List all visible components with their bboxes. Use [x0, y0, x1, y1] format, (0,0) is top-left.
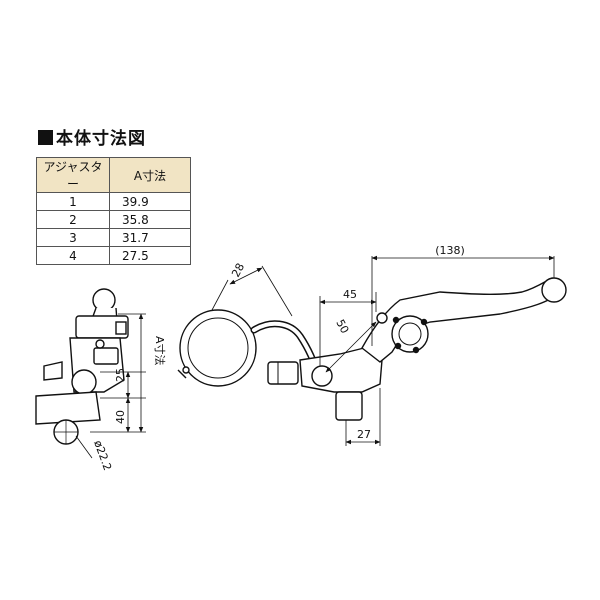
side-fitting	[93, 347, 119, 365]
brake-lever	[361, 277, 561, 363]
column-header-a-dimension: A寸法	[109, 157, 191, 193]
label-50: 50	[333, 317, 351, 335]
ext-28-b	[261, 265, 293, 317]
table-row: 2 35.8	[36, 210, 191, 229]
adjuster-dial-inner	[398, 322, 422, 346]
label-28: 28	[229, 261, 247, 279]
dial-dot-2	[420, 318, 428, 326]
label-138: (138)	[435, 244, 465, 257]
dim-line-28	[229, 267, 263, 285]
side-clamp-body	[35, 391, 101, 425]
lever-ball-end	[541, 277, 567, 303]
side-pivot	[71, 369, 97, 395]
reservoir-tab-line	[177, 369, 187, 379]
cell-a-dimension: 27.5	[109, 246, 191, 265]
label-25: 25	[114, 368, 127, 382]
table-row: 4 27.5	[36, 246, 191, 265]
column-header-adjuster: アジャスター	[36, 157, 110, 193]
label-45: 45	[343, 288, 357, 301]
side-bolt	[95, 339, 105, 349]
table-header-row: アジャスター A寸法	[36, 157, 191, 193]
dial-dot-1	[392, 316, 400, 324]
dial-dot-3	[394, 342, 402, 350]
banjo-fitting	[267, 361, 299, 385]
cell-a-dimension: 35.8	[109, 210, 191, 229]
side-view	[35, 288, 129, 445]
side-knob	[92, 288, 116, 312]
label-27: 27	[357, 428, 371, 441]
ext-28-a	[211, 279, 229, 311]
lever-pivot-bolt	[376, 312, 388, 324]
reservoir-inner	[187, 317, 249, 379]
label-bar-diameter: ø22.2	[91, 439, 114, 473]
plunger-boot	[335, 391, 363, 421]
label-40: 40	[114, 410, 127, 424]
page-title: 本体寸法図	[38, 124, 146, 149]
square-bullet-icon	[38, 130, 53, 145]
side-dimensions	[75, 313, 146, 459]
label-a-dimension: A寸法	[153, 336, 167, 366]
leader-bar-dia	[75, 435, 93, 459]
dimension-table: アジャスター A寸法 1 39.9 2 35.8 3 31.7 4 27.5	[36, 157, 191, 265]
reservoir-tab	[182, 366, 190, 374]
top-dimensions	[211, 255, 555, 446]
table-row: 3 31.7	[36, 228, 191, 247]
side-clamp-left	[43, 361, 63, 381]
side-adjuster-screw	[115, 321, 127, 335]
dim-line-50	[325, 321, 377, 373]
dial-dot-4	[412, 346, 420, 354]
table-row: 1 39.9	[36, 192, 191, 211]
